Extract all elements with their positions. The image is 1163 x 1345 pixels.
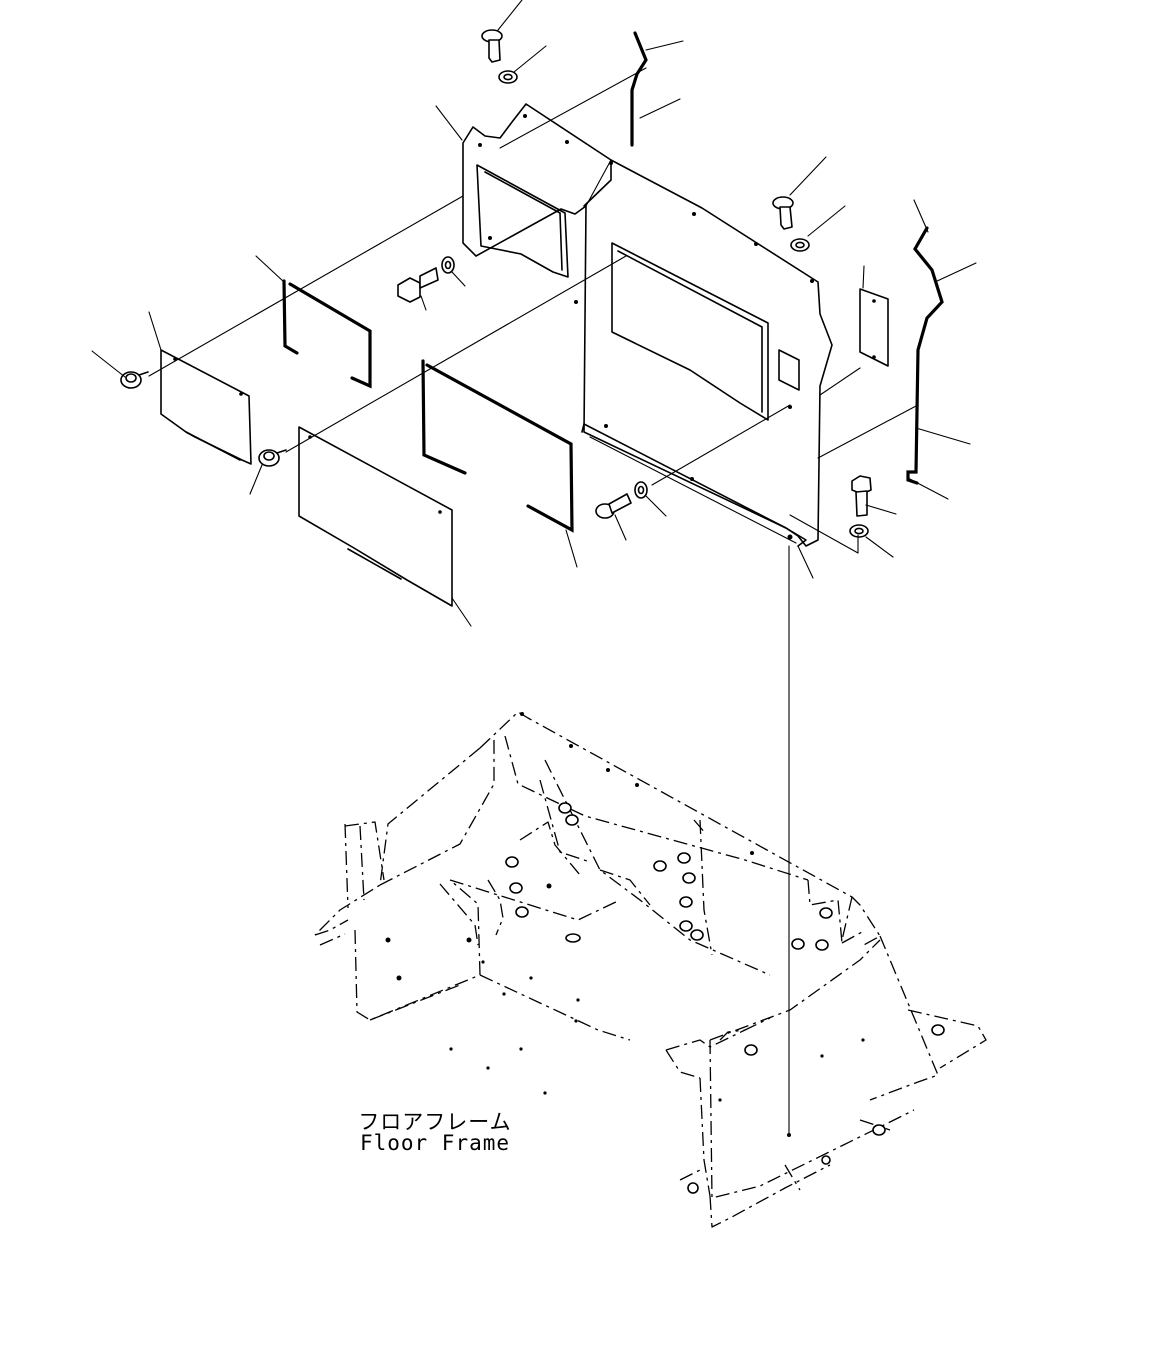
seal-large [421, 359, 574, 533]
bolt-hex-right [851, 475, 872, 517]
washer-mid-right [790, 238, 810, 252]
washer-top [498, 70, 518, 84]
assembly-lines [148, 67, 917, 1136]
rear-panel [462, 103, 833, 547]
bolt-hex-left [397, 267, 439, 303]
panel-large [298, 426, 453, 607]
knob-2 [258, 449, 287, 467]
floor-frame-label-jp: フロアフレーム [358, 1110, 512, 1134]
seal-small [282, 279, 372, 389]
bent-rod-right [906, 226, 944, 485]
floor-frame [314, 711, 987, 1228]
leader-lines [91, 0, 977, 627]
washer-left [441, 256, 455, 274]
floor-frame-label-en: Floor Frame [359, 1131, 511, 1155]
knob-1 [120, 371, 149, 389]
washer-right [849, 524, 869, 538]
panel-small [160, 349, 252, 465]
small-plate [859, 288, 889, 367]
washer-bottom [634, 481, 648, 499]
bolt-mid-right [772, 196, 794, 230]
bolt-bottom [595, 493, 632, 519]
bent-rod-top [630, 31, 648, 147]
bolt-top [481, 29, 503, 63]
